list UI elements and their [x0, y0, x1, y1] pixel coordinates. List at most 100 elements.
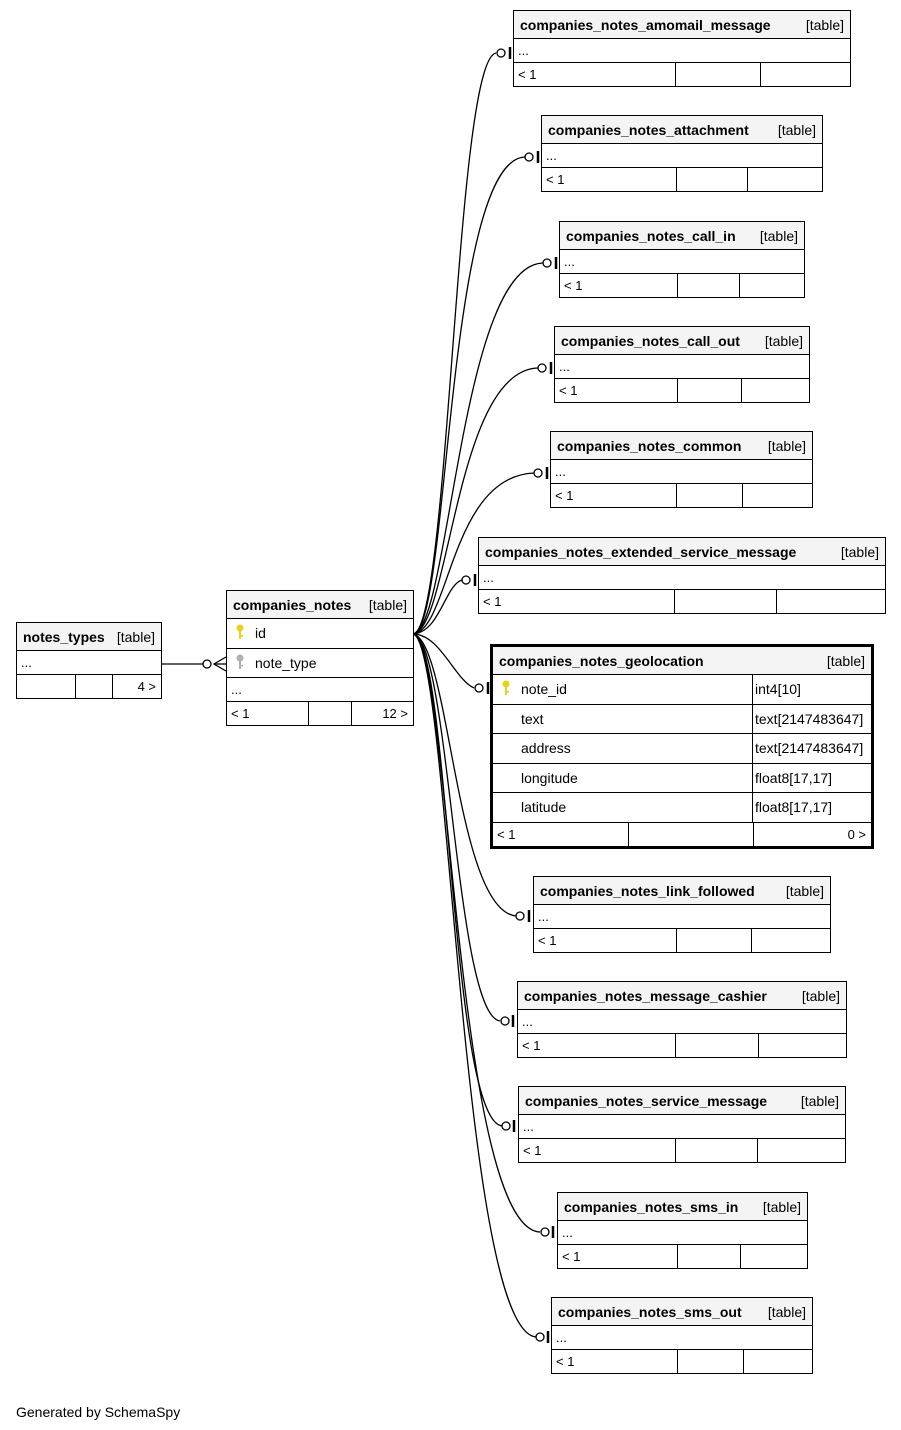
- table-footer: < 1: [551, 484, 812, 507]
- table-header: companies_notes_service_message[table]: [519, 1087, 845, 1115]
- table-name: companies_notes_amomail_message: [520, 17, 771, 33]
- table-name: companies_notes_call_in: [566, 228, 736, 244]
- ellipsis-row: ...: [558, 1221, 807, 1245]
- column-name: note_id: [521, 681, 567, 697]
- children-count: 4 >: [137, 679, 156, 694]
- table-name: companies_notes_sms_out: [558, 1304, 742, 1320]
- table-companies-notes-sms-out[interactable]: companies_notes_sms_out[table]...< 1: [551, 1297, 813, 1374]
- table-companies-notes-extended-service-message[interactable]: companies_notes_extended_service_message…: [478, 537, 886, 614]
- column-type: int4[10]: [755, 681, 801, 697]
- ellipsis-row: ...: [551, 460, 812, 484]
- table-companies-notes-sms-in[interactable]: companies_notes_sms_in [table]... < 1: [557, 1192, 808, 1269]
- table-name: companies_notes_geolocation: [499, 653, 704, 669]
- table-header: companies_notes_call_in [table]: [560, 222, 804, 250]
- column-row: longitude float8[17,17]: [493, 763, 871, 793]
- children-count: 0 >: [847, 826, 866, 842]
- table-type-label: [table]: [767, 438, 806, 454]
- table-name: companies_notes_message_cashier: [524, 988, 767, 1004]
- table-type-label: [table]: [777, 122, 816, 138]
- ellipsis-row: ...: [514, 39, 850, 63]
- table-companies-notes[interactable]: companies_notes [table] id note_type ...…: [226, 590, 414, 726]
- generated-by-label: Generated by SchemaSpy: [16, 1404, 181, 1420]
- parents-count: < 1: [518, 67, 537, 82]
- ellipsis-row: ...: [555, 355, 809, 379]
- table-notes-types[interactable]: notes_types [table] ... 4 >: [16, 622, 162, 699]
- ellipsis-row: ...: [479, 566, 885, 590]
- table-header: companies_notes_attachment [table]: [542, 116, 822, 144]
- table-name: companies_notes_link_followed: [540, 883, 755, 899]
- column-row: note_id int4[10]: [493, 675, 871, 705]
- table-companies-notes-attachment[interactable]: companies_notes_attachment[table]...< 1: [541, 115, 823, 192]
- children-count: 12 >: [382, 706, 408, 721]
- table-header: companies_notes_sms_in [table]: [558, 1193, 807, 1221]
- table-name: companies_notes_attachment: [548, 122, 749, 138]
- table-type-label: [table]: [759, 228, 798, 244]
- table-footer: < 1: [479, 590, 885, 613]
- table-type-label: [table]: [368, 597, 407, 613]
- ellipsis-row: ...: [534, 905, 830, 929]
- column-name: text: [521, 710, 544, 727]
- table-header: companies_notes_extended_service_message…: [479, 538, 885, 566]
- table-type-label: [table]: [116, 629, 155, 645]
- ellipsis-row: ...: [560, 250, 804, 274]
- table-header: notes_types [table]: [17, 623, 161, 651]
- table-name: companies_notes: [233, 597, 352, 613]
- column-name: note_type: [255, 654, 317, 671]
- column-name: id: [255, 625, 266, 641]
- table-header: companies_notes_call_out[table]: [555, 327, 809, 355]
- column-name: longitude: [521, 769, 578, 786]
- table-header: companies_notes_link_followed [table]: [534, 877, 830, 905]
- parents-count: < 1: [538, 933, 557, 948]
- parents-count: < 1: [523, 1143, 542, 1158]
- primary-key-icon: [502, 680, 510, 695]
- parents-count: < 1: [564, 278, 583, 293]
- table-companies-notes-call-out[interactable]: companies_notes_call_out[table]... < 1: [554, 326, 810, 403]
- parents-count: < 1: [497, 826, 516, 842]
- column-type: text[2147483647]: [755, 710, 864, 727]
- table-header: companies_notes_common[table]: [551, 432, 812, 460]
- parents-count: < 1: [522, 1038, 541, 1053]
- table-type-label: [table]: [826, 653, 865, 669]
- table-footer: < 1: [558, 1245, 807, 1268]
- table-type-label: [table]: [800, 1093, 839, 1109]
- primary-key-icon: [236, 624, 244, 639]
- column-type: float8[17,17]: [755, 799, 833, 815]
- ellipsis-row: ...: [552, 1326, 812, 1350]
- table-footer: < 1: [514, 63, 850, 86]
- column-type: text[2147483647]: [755, 740, 864, 756]
- parents-count: < 1: [559, 383, 578, 398]
- table-companies-notes-message-cashier[interactable]: companies_notes_message_cashier[table]..…: [517, 981, 847, 1058]
- table-type-label: [table]: [767, 1304, 806, 1320]
- column-row: text text[2147483647]: [493, 704, 871, 734]
- column-row: id: [227, 619, 413, 649]
- table-footer: < 1: [518, 1034, 846, 1057]
- table-type-label: [table]: [764, 333, 803, 349]
- table-footer: < 1 12 >: [227, 702, 413, 725]
- table-header: companies_notes_sms_out [table]: [552, 1298, 812, 1326]
- table-companies-notes-link-followed[interactable]: companies_notes_link_followed [table]... <…: [533, 876, 831, 953]
- table-companies-notes-service-message[interactable]: companies_notes_service_message[table]..…: [518, 1086, 846, 1163]
- table-companies-notes-geolocation[interactable]: companies_notes_geolocation [table] note…: [490, 644, 874, 849]
- table-companies-notes-common[interactable]: companies_notes_common[table]...< 1: [550, 431, 813, 508]
- table-companies-notes-amomail-message[interactable]: companies_notes_amomail_message[table]..…: [513, 10, 851, 87]
- table-header: companies_notes_message_cashier[table]: [518, 982, 846, 1010]
- column-row: note_type: [227, 649, 413, 678]
- parents-count: < 1: [562, 1249, 581, 1264]
- table-type-label: [table]: [762, 1199, 801, 1215]
- table-name: companies_notes_sms_in: [564, 1199, 739, 1215]
- foreign-key-icon: [236, 654, 244, 669]
- table-type-label: [table]: [785, 883, 824, 899]
- column-name: address: [521, 740, 571, 756]
- table-companies-notes-call-in[interactable]: companies_notes_call_in [table]... < 1: [559, 221, 805, 298]
- ellipsis-row: ...: [518, 1010, 846, 1034]
- table-header: companies_notes_geolocation [table]: [493, 647, 871, 675]
- column-row: latitude float8[17,17]: [493, 793, 871, 823]
- table-type-label: [table]: [840, 544, 879, 560]
- table-footer: < 1: [560, 274, 804, 297]
- table-header: companies_notes_amomail_message[table]: [514, 11, 850, 39]
- table-footer: < 1: [542, 168, 822, 191]
- table-name: notes_types: [23, 629, 105, 645]
- table-name: companies_notes_extended_service_message: [485, 544, 797, 560]
- parents-count: < 1: [231, 706, 250, 721]
- table-footer: < 1: [534, 929, 830, 952]
